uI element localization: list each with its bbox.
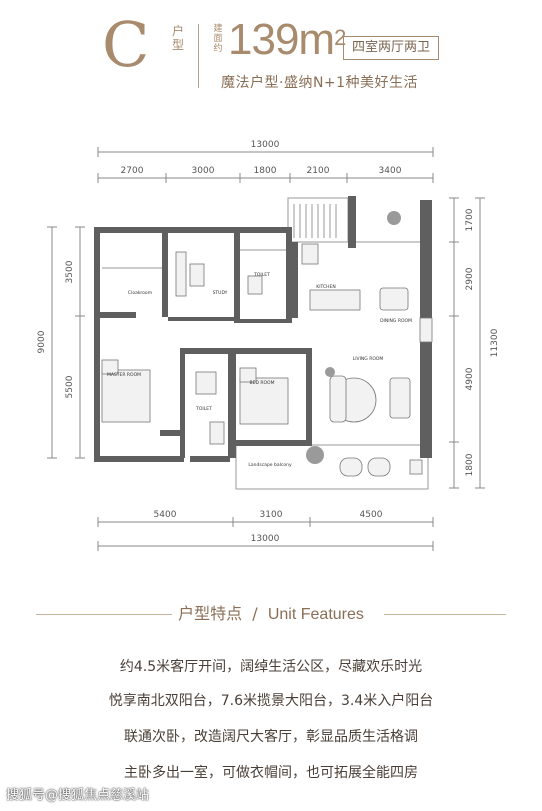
dim-right-total: 11300 [490, 328, 500, 357]
area-value: 139m2 [228, 15, 346, 64]
dim-left-2: 5500 [65, 375, 75, 398]
dim-bottom-total: 13000 [251, 534, 280, 544]
features-rule-left [36, 614, 172, 615]
label-cloakroom: Cloakroom [128, 290, 152, 296]
floor-plan: 13000 2700 3000 1800 2100 3400 5400 3100… [37, 140, 500, 551]
dim-bottom-1: 5400 [154, 510, 177, 520]
label-study: STUDY [213, 290, 228, 296]
features-rule-right [384, 614, 506, 615]
feature-item-3: 联通次卧，改造阔尺大客厅，彰显品质生活格调 [124, 729, 418, 745]
room-labels: Cloakroom STUDY TOILET KITCHEN DINING RO… [107, 272, 412, 468]
dim-bottom-2: 3100 [260, 510, 283, 520]
label-kitchen: KITCHEN [316, 284, 336, 290]
features-title-cn: 户型特点 [178, 604, 243, 623]
unit-suffix: 户型 [171, 24, 184, 52]
header-divider [198, 24, 199, 88]
dim-top-2: 3000 [192, 166, 215, 176]
dim-left-total: 9000 [37, 330, 47, 353]
label-toilet-top: TOILET [253, 272, 270, 278]
label-dining: DINING ROOM [380, 318, 412, 324]
room-badge: 四室两厅两卫 [343, 36, 439, 60]
dim-right-4: 1800 [465, 453, 475, 476]
dimension-lines [47, 147, 485, 551]
label-bedroom: BED ROOM [250, 380, 275, 386]
dim-top-total: 13000 [251, 140, 280, 150]
dim-right-2: 2900 [465, 267, 475, 290]
label-master: MASTER ROOM [107, 372, 141, 378]
tagline: 魔法户型·盛纳N+1种美好生活 [221, 75, 419, 91]
unit-letter: C [102, 8, 150, 81]
dim-top-4: 2100 [307, 166, 330, 176]
label-balcony: Landscape balcony [248, 462, 292, 468]
dim-bottom-3: 4500 [360, 510, 383, 520]
feature-item-2: 悦享南北双阳台，7.6米揽景大阳台，3.4米入户阳台 [108, 693, 434, 709]
dim-top-5: 3400 [379, 166, 402, 176]
feature-item-4: 主卧多出一室，可做衣帽间，也可拓展全能四房 [124, 765, 418, 781]
watermark-text: 搜狐号@搜狐焦点慈溪站 [6, 788, 150, 803]
dim-right-1: 1700 [465, 208, 475, 231]
plants [306, 211, 401, 464]
furniture [101, 243, 433, 477]
dimension-labels: 13000 2700 3000 1800 2100 3400 5400 3100… [37, 140, 500, 544]
feature-item-1: 约4.5米客厅开间，阔绰生活公区，尽藏欢乐时光 [119, 659, 423, 675]
label-toilet-mid: TOILET [195, 406, 212, 412]
features-title-slash: / [252, 604, 258, 623]
features-title-en: Unit Features [267, 606, 364, 623]
dim-left-1: 3500 [65, 260, 75, 283]
area-label: 建面约 [213, 24, 223, 54]
label-living: LIVING ROOM [353, 356, 384, 362]
dim-top-1: 2700 [121, 166, 144, 176]
dim-right-3: 4900 [465, 367, 475, 390]
dim-top-3: 1800 [254, 166, 277, 176]
features-title: 户型特点 / Unit Features [0, 603, 542, 626]
